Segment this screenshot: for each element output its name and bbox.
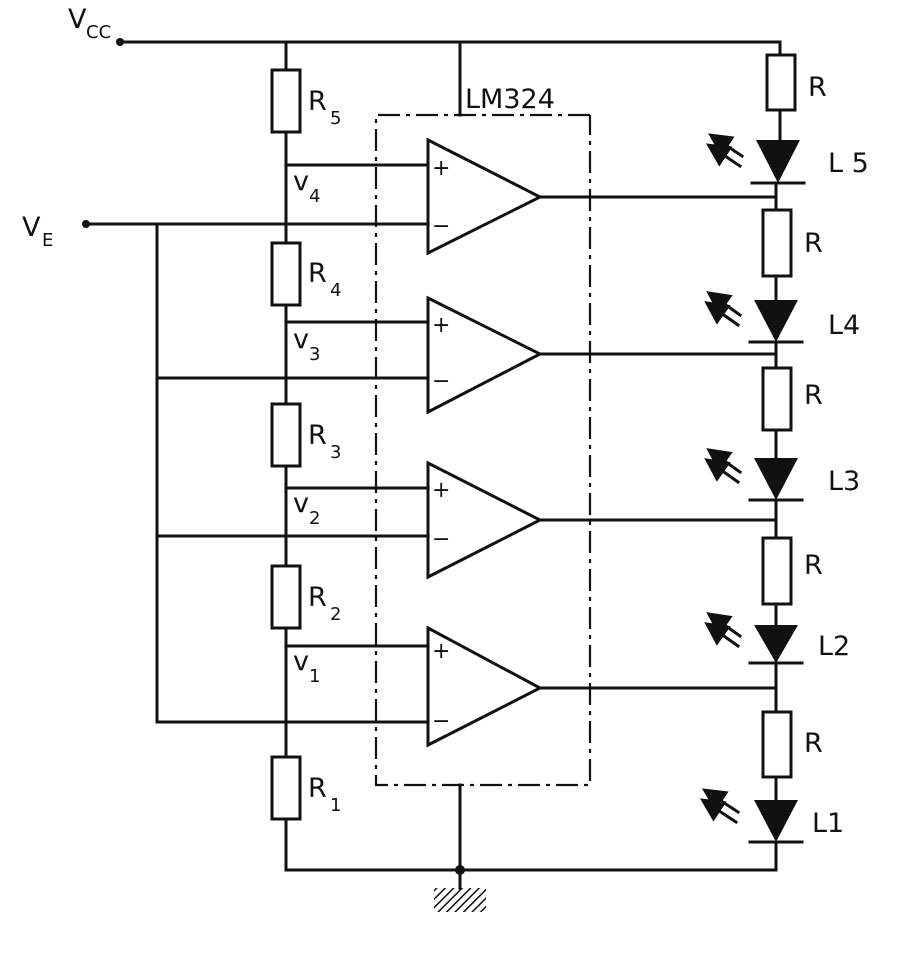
junctions [82,38,465,875]
resistor-r5 [270,68,302,134]
comp2-plus: + [432,478,450,503]
r1-label-sub: 1 [330,795,341,816]
led-l4-label: L4 [828,310,860,341]
resistor-r3 [270,402,302,468]
led-l4 [704,291,804,344]
ic-label: LM324 [465,84,555,115]
ground-symbol [434,888,486,912]
leds [699,133,806,844]
r4-label-sub: 4 [330,280,341,301]
comparator-4 [426,137,544,256]
ve-label-sub: E [42,230,53,251]
led-l1 [699,788,804,844]
r5-label-sub: 5 [330,108,341,129]
lm324-outline [374,113,592,787]
r3-label-sub: 3 [330,442,341,463]
vcc-label: V [68,4,87,35]
comp3-plus: + [432,313,450,338]
led-r1-label: R [804,728,823,759]
v2-label-sub: 2 [309,508,320,529]
v2-label: v [293,488,309,519]
comp1-plus: + [432,639,450,664]
led-resistor-1 [761,710,793,779]
r4-label: R [308,258,327,289]
v1-label: v [293,646,309,677]
led-l3 [704,448,804,502]
comparators [426,137,544,748]
wires [84,40,782,890]
comparator-2 [426,460,544,580]
comp2-minus: − [432,527,450,552]
comparator-3 [426,295,544,415]
comp4-minus: − [432,214,450,239]
led-r4-label: R [804,228,823,259]
r2-label: R [308,582,327,613]
led-resistor-5 [765,53,797,112]
led-r3-label: R [804,380,823,411]
led-l1-label: L1 [812,808,844,839]
v1-label-sub: 1 [309,666,320,687]
led-resistor-3 [761,366,793,432]
led-resistors [761,53,797,779]
resistor-r1 [270,755,302,821]
led-l2 [704,612,804,665]
v3-label: v [293,324,309,355]
vcc-label-sub: CC [86,22,111,43]
resistor-r4 [270,241,302,307]
resistor-ladder [270,68,302,821]
v4-label: v [293,166,309,197]
ve-label: V [22,212,41,243]
comp1-minus: − [432,709,450,734]
r3-label: R [308,420,327,451]
led-resistor-2 [761,536,793,606]
v3-label-sub: 3 [309,344,320,365]
r2-label-sub: 2 [330,604,341,625]
led-l5 [706,133,806,185]
comp3-minus: − [432,369,450,394]
led-r5-label: R [808,72,827,103]
led-l2-label: L2 [818,631,850,662]
led-resistor-4 [761,208,793,278]
r1-label: R [308,773,327,804]
labels: V CC V E LM324 R 5 R 4 R 3 R 2 R 1 v 4 v… [22,4,869,839]
led-l5-label: L 5 [828,148,869,179]
comparator-1 [426,625,544,748]
led-l3-label: L3 [828,466,860,497]
led-r2-label: R [804,550,823,581]
v4-label-sub: 4 [309,186,320,207]
resistor-r2 [270,564,302,630]
r5-label: R [308,86,327,117]
comp4-plus: + [432,156,450,181]
